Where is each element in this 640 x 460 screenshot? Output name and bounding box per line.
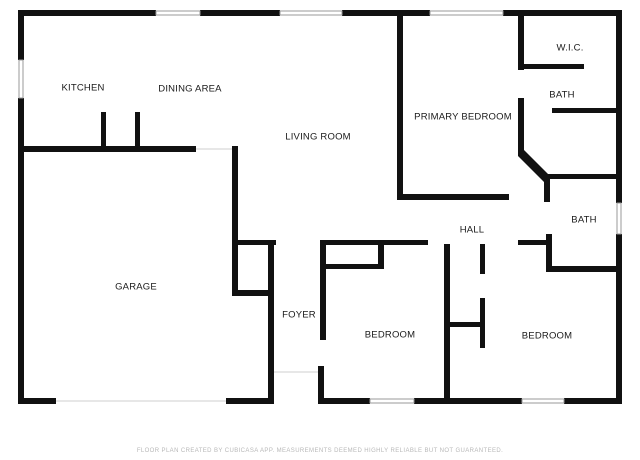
wall-foyer-right-bottom [318, 366, 324, 404]
room-label-bedroom-left: BEDROOM [364, 329, 416, 341]
wall-foyer-left [268, 244, 274, 404]
window-kitchen-left [18, 59, 24, 99]
wall-primary-right-top [518, 14, 524, 70]
room-label-bath-primary: BATH [549, 89, 575, 101]
wall-right-2 [616, 234, 622, 404]
wall-closet-right [480, 244, 485, 274]
kitchen-island-stub-2 [135, 112, 140, 150]
wall-right-1 [616, 10, 622, 203]
wall-top-3 [342, 10, 430, 16]
wall-hallbath-left [546, 234, 552, 270]
footer-disclaimer: FLOOR PLAN CREATED BY CUBICASA APP. MEAS… [136, 448, 504, 454]
window-bedroom-right [521, 398, 565, 404]
window-hallbath-right [616, 202, 622, 235]
wall-primary-angle [518, 150, 550, 182]
wall-primary-right-mid [518, 98, 524, 152]
wall-primary-right-low [544, 176, 550, 202]
wall-foyer-right [320, 240, 326, 340]
wall-top-1 [18, 10, 156, 16]
wall-primary-left [397, 14, 403, 200]
room-label-bedroom-right: BEDROOM [521, 330, 573, 342]
wall-left-1 [18, 10, 24, 60]
wall-bedroom-closet-side [378, 242, 384, 268]
wall-bedroom-left-top-1 [320, 240, 428, 245]
room-label-living-room: LIVING ROOM [285, 131, 351, 143]
wall-wic-bottom [522, 64, 584, 69]
wall-bottom-1 [18, 398, 56, 404]
wall-bedroom-left-right [444, 244, 450, 404]
room-label-hall: HALL [459, 224, 485, 236]
wall-primary-bottom [397, 194, 509, 200]
room-label-foyer: FOYER [282, 309, 316, 321]
wall-hall-bottom-right [518, 240, 552, 245]
wall-bottom-4 [414, 398, 522, 404]
wall-top-2 [200, 10, 280, 16]
room-label-bath-hall: BATH [571, 214, 597, 226]
wall-kitchen-garage [18, 146, 196, 152]
window-living-top [279, 10, 343, 16]
wall-garage-step [232, 290, 274, 296]
window-primary-top [429, 10, 504, 16]
room-label-kitchen: KITCHEN [61, 82, 105, 94]
wall-bath-bottom [544, 174, 620, 179]
room-label-dining-area: DINING AREA [158, 83, 222, 95]
exterior-walls [18, 10, 622, 404]
windows [18, 10, 622, 404]
wall-left-2 [18, 98, 24, 404]
wall-bottom-3 [320, 398, 370, 404]
interior-walls [18, 14, 620, 404]
kitchen-island-stub-1 [101, 112, 106, 150]
window-bedroom-left [369, 398, 415, 404]
wall-closet-mid [448, 322, 484, 327]
room-label-garage: GARAGE [115, 281, 157, 293]
wall-bottom-2 [226, 398, 274, 404]
room-label-primary-bedroom: PRIMARY BEDROOM [414, 111, 512, 123]
wall-bottom-5 [564, 398, 622, 404]
wall-bath-divider [552, 108, 618, 113]
wall-top-4 [503, 10, 622, 16]
openings [56, 148, 318, 402]
wall-living-bottom-left [236, 240, 276, 245]
wall-closet-right-2 [480, 298, 485, 348]
room-label-wic: W.I.C. [556, 42, 584, 54]
wall-hallbath-bottom [546, 266, 620, 272]
wall-bedroom-closet [326, 264, 384, 269]
wall-garage-right [232, 146, 238, 296]
window-kitchen-top [155, 10, 201, 16]
